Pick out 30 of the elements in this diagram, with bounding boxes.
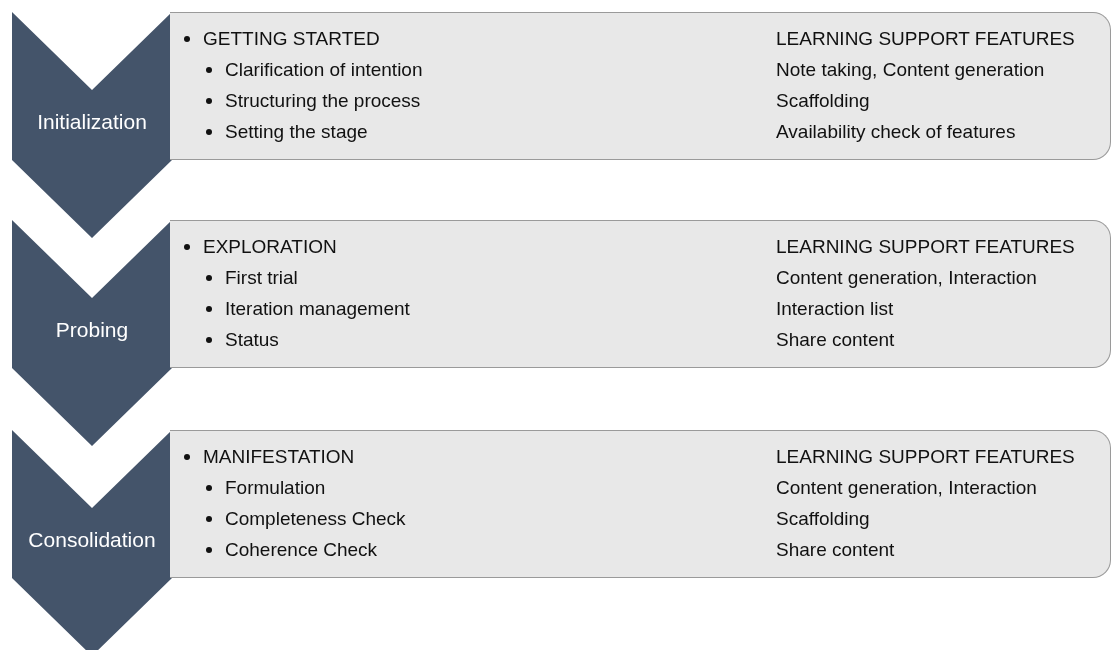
activity-item: Status [225,328,279,352]
stage-card [170,430,1111,578]
feature-item: Scaffolding [776,507,870,531]
activity-item: First trial [225,266,298,290]
stage-card [170,12,1111,160]
stage-card [170,220,1111,368]
activity-item: Iteration management [225,297,410,321]
feature-item: Share content [776,538,895,562]
phase-heading: MANIFESTATION [203,445,355,469]
stage-label: Probing [54,318,130,342]
features-heading: LEARNING SUPPORT FEATURES [776,445,1075,469]
activity-item: Coherence Check [225,538,378,562]
feature-item: Note taking, Content generation [776,58,1045,82]
stage-label: Initialization [36,110,148,134]
feature-item: Scaffolding [776,89,870,113]
feature-item: Content generation, Interaction [776,266,1037,290]
feature-item: Availability check of features [776,120,1016,144]
feature-item: Interaction list [776,297,894,321]
feature-item: Share content [776,328,895,352]
stage-label: Consolidation [27,528,157,552]
phase-heading: EXPLORATION [203,235,337,259]
features-heading: LEARNING SUPPORT FEATURES [776,27,1075,51]
activity-item: Clarification of intention [225,58,423,82]
activity-item: Structuring the process [225,89,421,113]
features-heading: LEARNING SUPPORT FEATURES [776,235,1075,259]
phase-heading: GETTING STARTED [203,27,380,51]
activity-item: Setting the stage [225,120,368,144]
activity-item: Formulation [225,476,326,500]
feature-item: Content generation, Interaction [776,476,1037,500]
activity-item: Completeness Check [225,507,406,531]
